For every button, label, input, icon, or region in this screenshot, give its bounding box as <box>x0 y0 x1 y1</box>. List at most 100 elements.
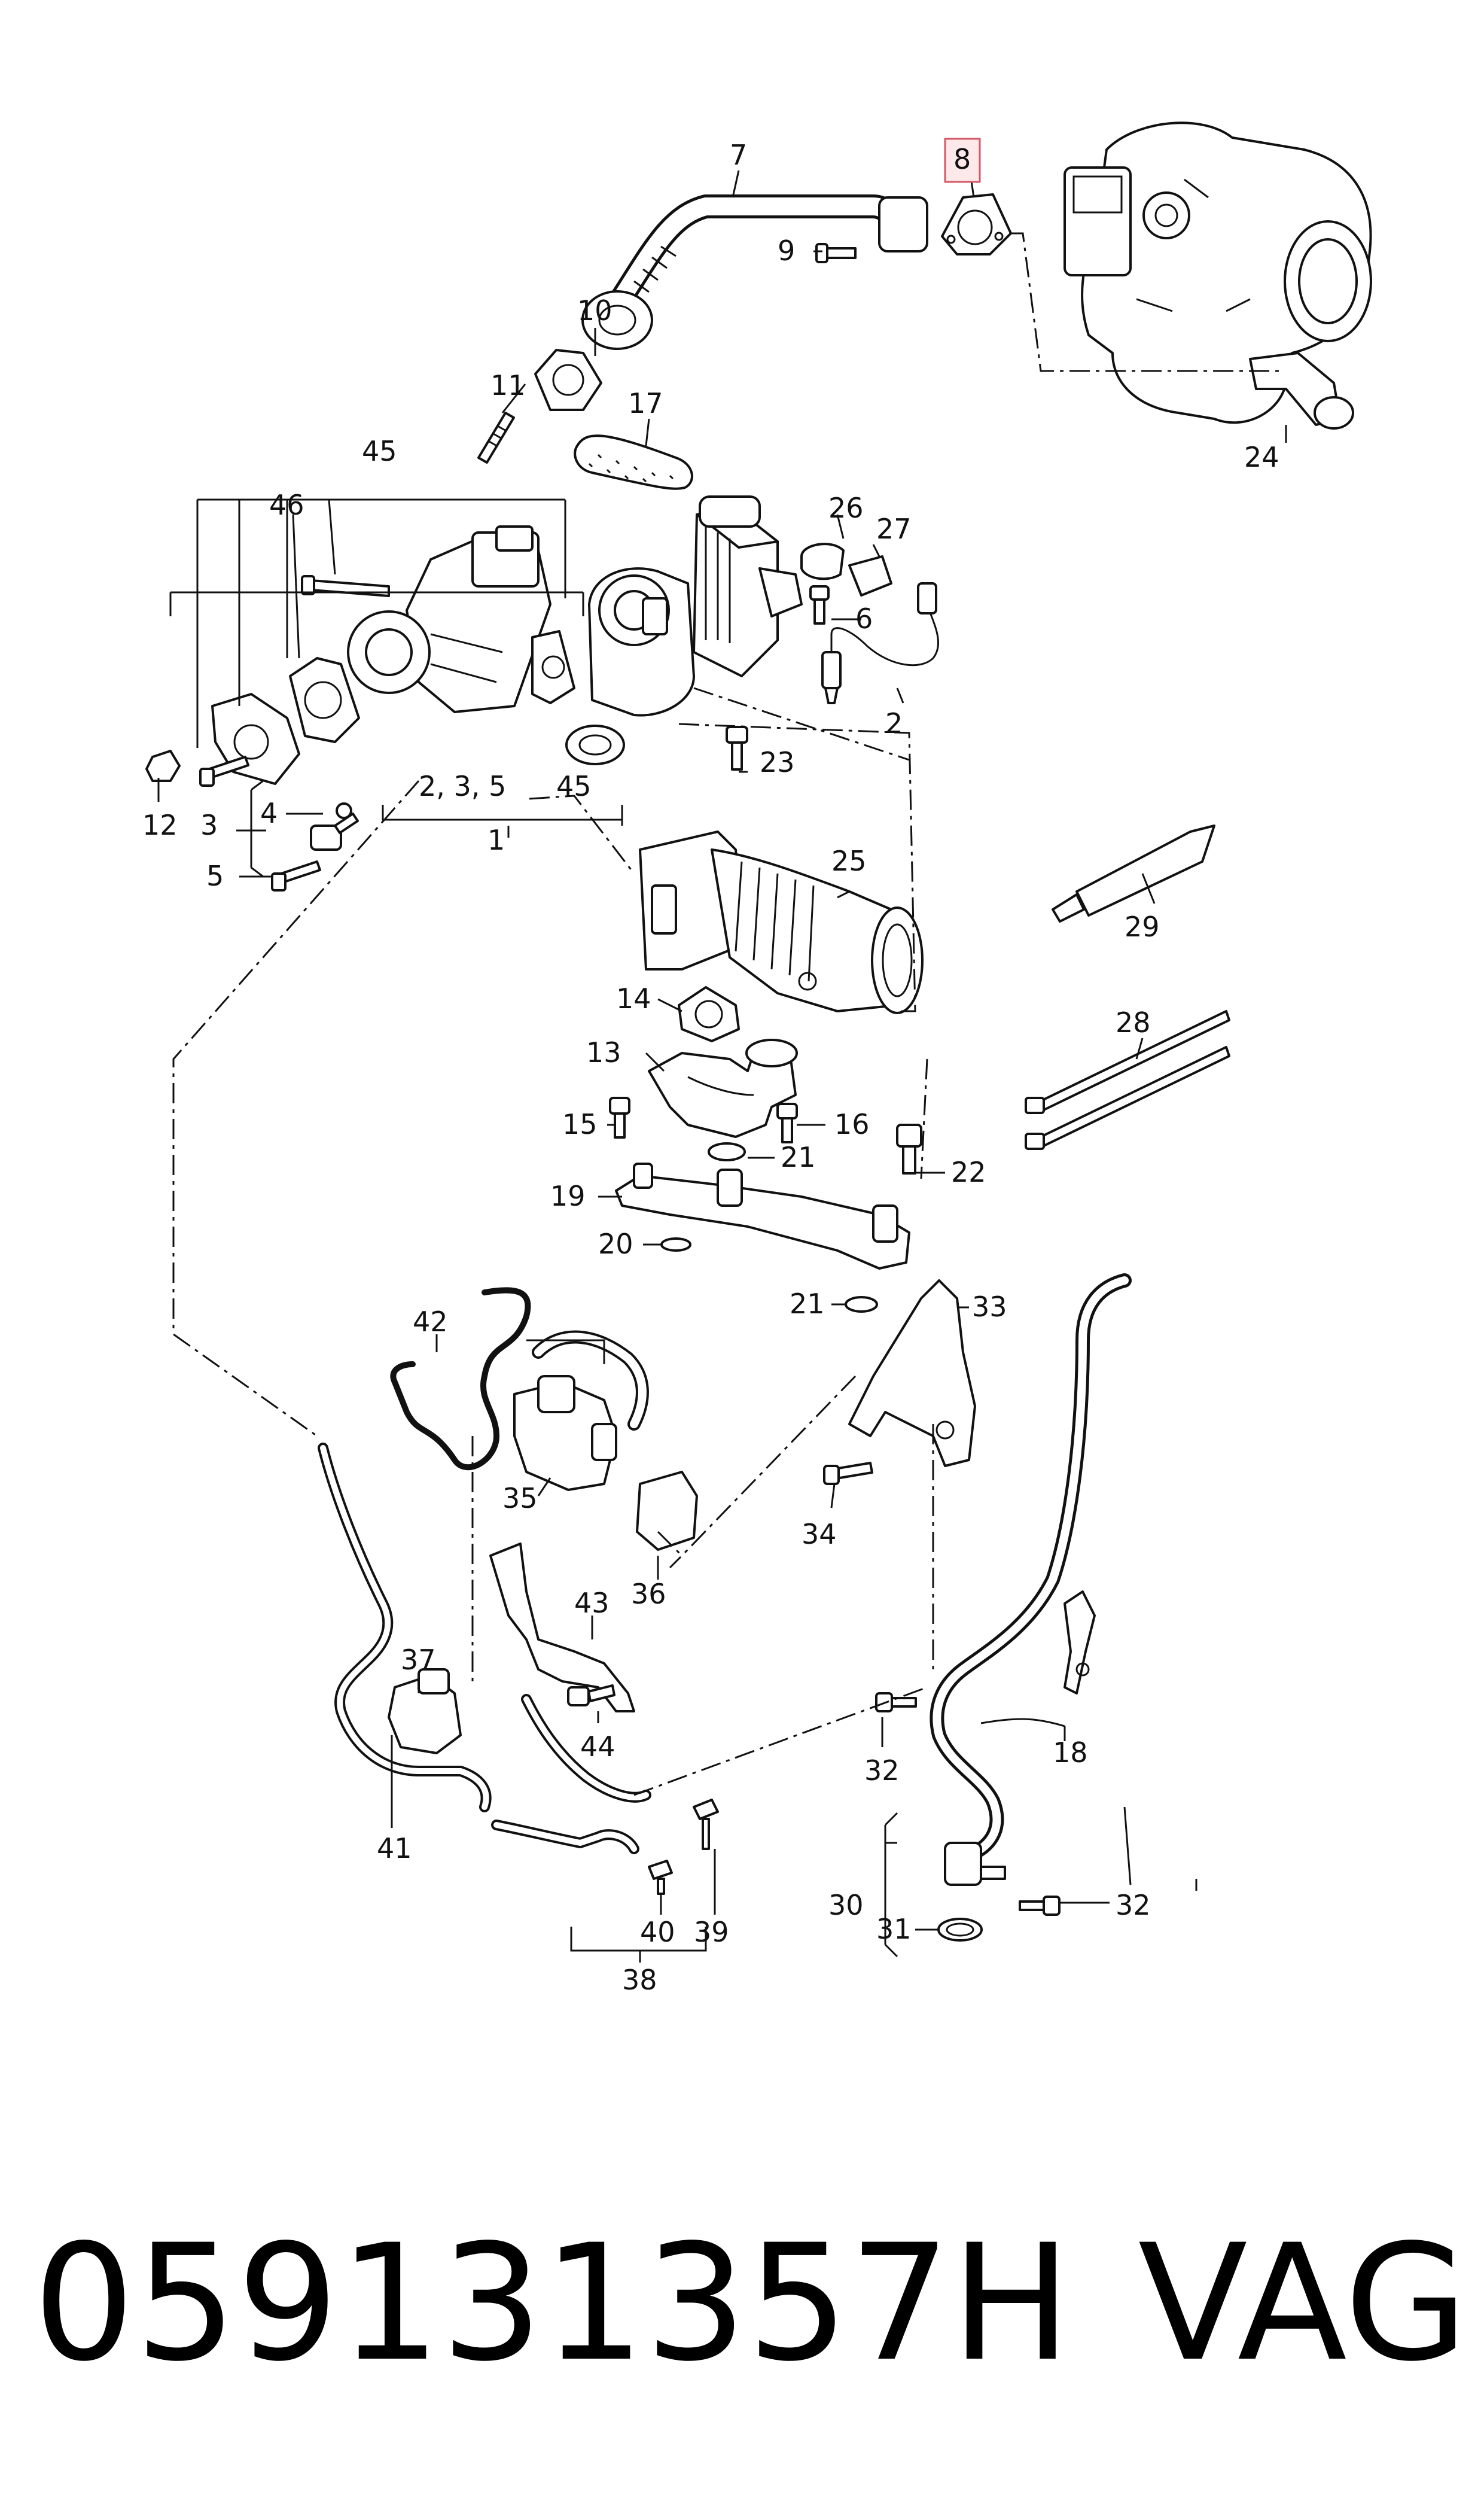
label-18: 18 <box>1053 1736 1088 1769</box>
label-21-lower: 21 <box>790 1288 825 1320</box>
label-44: 44 <box>580 1730 615 1763</box>
hose-part-41 <box>318 1443 651 1854</box>
label-30: 30 <box>828 1889 864 1921</box>
sensor-part-4 <box>310 802 359 851</box>
bolt-part-6 <box>809 585 830 625</box>
egr-pipe-part-7 <box>581 194 928 350</box>
relation-lines <box>172 232 1280 1796</box>
label-29: 29 <box>1125 911 1160 943</box>
part-number: 059131357H <box>33 2210 1072 2397</box>
bolt-part-15 <box>609 1097 630 1139</box>
cap-part-27 <box>848 555 892 597</box>
label-3: 3 <box>200 809 218 841</box>
bracket-part-19 <box>615 1163 910 1270</box>
label-4: 4 <box>260 797 278 829</box>
egr-cooler-part-1 <box>565 495 803 765</box>
label-16: 16 <box>834 1108 870 1140</box>
label-32-lower: 32 <box>1116 1889 1151 1921</box>
label-36: 36 <box>631 1578 666 1610</box>
hose-elbow-part-13 <box>648 1039 798 1138</box>
label-45-bottom: 45 <box>556 770 592 802</box>
label-41: 41 <box>377 1832 412 1864</box>
clip-part-26 <box>800 543 845 580</box>
hose-part-42 <box>390 1287 649 1471</box>
ring-part-21b <box>845 1296 878 1313</box>
connector-part-39 <box>693 1799 719 1850</box>
label-2: 2 <box>885 707 903 740</box>
callout-labels: 7 8 9 10 11 17 24 45 46 26 27 6 2 23 12 … <box>142 139 1279 1996</box>
label-42: 42 <box>413 1306 448 1338</box>
label-23: 23 <box>760 746 795 778</box>
label-26: 26 <box>828 492 864 524</box>
label-43: 43 <box>574 1587 610 1619</box>
label-13: 13 <box>586 1036 621 1069</box>
gasket-part-14 <box>678 986 740 1042</box>
label-15: 15 <box>562 1108 598 1140</box>
valve-part-37 <box>388 1668 462 1754</box>
label-28: 28 <box>1116 1006 1151 1039</box>
bracket-part-43 <box>489 1543 635 1712</box>
bolt-part-34 <box>823 1462 873 1485</box>
rubber-mount-part-36 <box>636 1471 698 1551</box>
label-7: 7 <box>730 139 747 171</box>
connector-part-40 <box>648 1860 673 1895</box>
label-45-top: 45 <box>362 435 397 467</box>
label-24: 24 <box>1244 441 1279 473</box>
gasket-part-10 <box>534 349 602 411</box>
label-21-upper: 21 <box>781 1141 816 1173</box>
bolt-part-23 <box>726 726 748 771</box>
label-1: 1 <box>487 824 505 856</box>
label-35: 35 <box>502 1482 538 1514</box>
nut-part-12 <box>145 750 181 782</box>
brand-name: VAG <box>1138 2210 1469 2397</box>
bolt-part-44 <box>567 1684 615 1706</box>
bolt-part-5 <box>271 860 321 892</box>
bracket-part-18 <box>1064 1590 1096 1694</box>
footer: 059131357H VAG <box>33 2214 1468 2393</box>
sensor-part-2 <box>821 582 939 704</box>
label-10: 10 <box>577 294 613 327</box>
sealant-tube-part-29 <box>1052 825 1215 923</box>
label-12: 12 <box>142 809 178 841</box>
bracket-part-33 <box>848 1279 976 1467</box>
bolt-part-32a <box>875 1692 917 1712</box>
cable-ties-part-28 <box>1025 1010 1230 1150</box>
ring-part-20 <box>660 1237 691 1252</box>
o-ring-part-31 <box>937 1918 983 1942</box>
label-8: 8 <box>953 143 971 175</box>
label-40: 40 <box>640 1916 675 1948</box>
label-2-3-5: 2, 3, 5 <box>419 770 506 802</box>
turbocharger-part-24 <box>1064 121 1372 430</box>
intake-pipe-part-25 <box>639 830 924 1014</box>
stud-part-11 <box>477 412 515 464</box>
label-27: 27 <box>876 513 912 545</box>
gasket-right <box>531 630 575 704</box>
label-19: 19 <box>550 1180 586 1212</box>
throttle-valve-part-46 <box>347 525 551 713</box>
label-9: 9 <box>778 235 795 267</box>
label-33: 33 <box>972 1291 1007 1323</box>
hose-part-30 <box>930 1273 1132 1886</box>
label-37: 37 <box>401 1644 436 1676</box>
label-38: 38 <box>622 1964 657 1996</box>
ring-part-21a <box>708 1142 746 1161</box>
label-22: 22 <box>951 1156 986 1188</box>
label-25: 25 <box>831 845 867 877</box>
bolt-part-9 <box>815 243 857 263</box>
label-32-upper: 32 <box>864 1754 900 1787</box>
bolt-part-32b <box>1019 1896 1061 1916</box>
solenoid-valve-part-35 <box>513 1375 617 1491</box>
gasket-part-8 <box>941 193 1012 255</box>
label-34: 34 <box>802 1518 837 1550</box>
label-39: 39 <box>694 1916 729 1948</box>
insulation-sleeve-part-17 <box>574 434 693 490</box>
gasket-plate <box>289 657 360 743</box>
highlight-box <box>944 138 981 183</box>
label-17: 17 <box>628 387 663 419</box>
label-6: 6 <box>855 603 873 635</box>
label-46: 46 <box>269 489 304 521</box>
bolt-part-16 <box>776 1103 798 1143</box>
label-11: 11 <box>490 369 526 401</box>
label-31: 31 <box>876 1913 912 1945</box>
